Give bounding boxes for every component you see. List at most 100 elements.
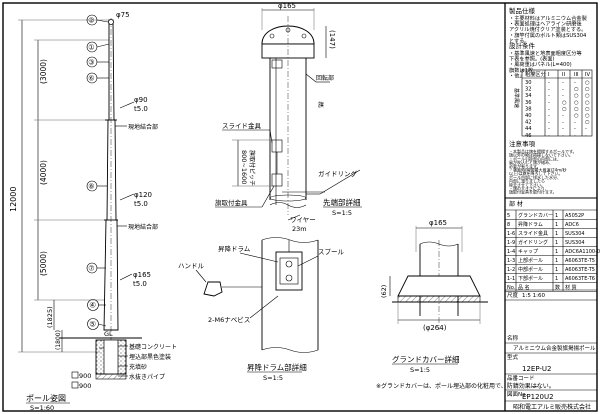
parts-cell: 1	[555, 213, 558, 219]
design-item: 下表を参照。(表面)	[509, 55, 555, 63]
note-item: 内部に溜りましたら	[509, 178, 545, 184]
callout-5: ⑧	[88, 183, 94, 191]
mid-dia-label: φ120	[134, 191, 152, 199]
spec-item: ・表面処理はヘアライン研磨後	[509, 20, 582, 28]
wind-table-cell: -	[548, 80, 550, 86]
wind-table-cell: ○	[585, 87, 590, 93]
drain-pipe-label: 水抜きパイプ	[129, 373, 165, 381]
ground-scale: S=1:5	[410, 366, 430, 374]
wind-table-cell: 46	[525, 133, 532, 139]
note-item: 旗以外の物は掲揚しないで下さい。	[509, 152, 573, 158]
wind-table-cell: -	[585, 133, 587, 139]
wind-table-header: I	[548, 72, 550, 78]
wind-table-cell: ○	[585, 113, 590, 119]
callout-1: ②	[88, 17, 94, 25]
flag-fitting-label: 旗取付金具	[215, 198, 248, 207]
parts-cell: キャップ	[518, 249, 538, 255]
parts-cell: A6063TE-T6	[565, 276, 595, 282]
wind-table-cell: ○	[574, 87, 579, 93]
wind-table-cell: ○	[585, 100, 590, 106]
wind-table-header: IV	[585, 72, 591, 78]
parts-cell: 1	[555, 249, 558, 255]
spec-item: とする。	[509, 37, 530, 44]
wind-table-cell: 36	[525, 100, 532, 106]
dim-seg1: (3000)	[39, 59, 48, 84]
base-w1: 900	[79, 372, 91, 380]
note-item: 除去させて下さい。	[509, 181, 545, 187]
sand-fill-label: 充填砂	[129, 363, 147, 371]
parts-cell: 1-9	[507, 240, 515, 246]
ground-top-dia: φ165	[429, 219, 447, 227]
parts-cell: 8	[507, 222, 510, 228]
design-heading: 設計条件	[509, 41, 536, 50]
parts-cell: 品 名	[518, 284, 530, 291]
main-view-title: ポール姿図	[26, 393, 66, 403]
guide-ring-label: ガイドリング	[318, 169, 358, 178]
wind-table-cell: -	[574, 80, 576, 86]
wind-table-cell: ○	[574, 100, 579, 106]
wind-table-cell: ○	[585, 80, 590, 86]
title-block: 尺度 1:5 1:60 名称 アルミニウム合金製旗掲揚ポール 型式 12EP-U…	[505, 289, 597, 411]
low-dia-label: φ165	[133, 271, 151, 279]
spec-item: アクリル焼付クリア塗装とする。	[509, 25, 586, 33]
callout-6: ⑦	[88, 265, 94, 273]
top-dia-label: φ75	[116, 11, 130, 19]
low-thk-label: t5.0	[133, 280, 147, 288]
wind-table-cell: ○	[574, 106, 579, 112]
tb-drawing-label: 図面No.	[507, 391, 527, 398]
wind-table-cell: ○	[585, 93, 590, 99]
wind-table-cell: 40	[525, 113, 532, 119]
tb-scale-value: 1:5 1:60	[522, 293, 545, 299]
site-joint-2: 現地結合部	[128, 223, 158, 231]
parts-cell: No.	[507, 285, 516, 291]
parts-heading: 部 材	[509, 200, 523, 208]
wind-table-cell: -	[574, 120, 576, 126]
ground-bottom-dia: (φ264)	[423, 324, 447, 332]
top-detail: φ165 (147) 回転部 800~1600 旗取付ピッチ スライド金具	[215, 2, 362, 233]
wind-table-cell: 42	[525, 120, 532, 126]
callout-7: ④	[89, 301, 96, 310]
wind-table-cell: -	[548, 100, 550, 106]
top-detail-dia: φ165	[278, 2, 296, 10]
wire-label: ワイヤー	[290, 216, 316, 224]
hook-label: 回転部	[316, 74, 334, 82]
parts-cell: 5	[507, 213, 510, 219]
drum-label: 昇降ドラム	[218, 244, 251, 253]
tb-name-label: 名称	[507, 334, 519, 342]
parts-cell: 上部ポール	[518, 257, 543, 264]
main-pole-view: 12000 (3000) (4000) (5000) (1825) (1800)…	[9, 11, 177, 412]
wind-table-cell: -	[548, 126, 550, 132]
ground-note: ※グランドカバーは、ポール埋込部の化粧用で、防錆効果はない。	[376, 382, 555, 390]
top-detail-side-dim: (147)	[328, 30, 336, 49]
wind-table-cell: ○	[574, 113, 579, 119]
parts-cell: A5052P	[565, 213, 584, 219]
tb-name-value: アルミニウム合金製旗掲揚ポール	[513, 344, 596, 352]
tb-code-label: 品番コード	[507, 375, 535, 382]
parts-cell: スライド金具	[518, 230, 548, 237]
wind-table-cell: -	[562, 133, 564, 139]
parts-cell: 1	[555, 258, 558, 264]
winch-detail: ハンドル 昇降ドラム スプール 2-M6ナベビス 昇降ドラム部詳細 S=1:5	[178, 237, 345, 382]
parts-cell: 数	[555, 284, 560, 291]
wind-table-header: II	[562, 72, 566, 78]
parts-cell: 1-6	[507, 231, 515, 237]
site-joint-1: 現地結合部	[128, 123, 158, 131]
upper-dia-label: φ90	[134, 96, 148, 104]
design-item: ・基準風速と地表面粗度区分等	[509, 49, 582, 57]
wind-table-header: III	[574, 72, 579, 78]
base-w2: 900	[79, 382, 91, 390]
dim-seg3: (5000)	[39, 251, 48, 276]
spec-panel: 製品仕様 ・主要材料はアルミニウム合金製・表面処理はヘアライン研磨後 アクリル焼…	[509, 6, 593, 195]
dim-base1: (1825)	[46, 306, 54, 328]
parts-cell: グランドカバー	[518, 212, 553, 219]
parts-cell: ガイドリング	[518, 239, 548, 246]
top-detail-title: 先端部詳細	[323, 197, 361, 207]
note-item: ・ポール引掛部の内部には、	[509, 155, 561, 161]
parts-cell: ADC6	[565, 222, 579, 228]
parts-cell: SUS304	[565, 231, 585, 237]
slide-label: スライド金具	[222, 121, 262, 130]
callout-3: ③	[88, 59, 94, 67]
parts-cell: 1-1	[507, 276, 515, 282]
